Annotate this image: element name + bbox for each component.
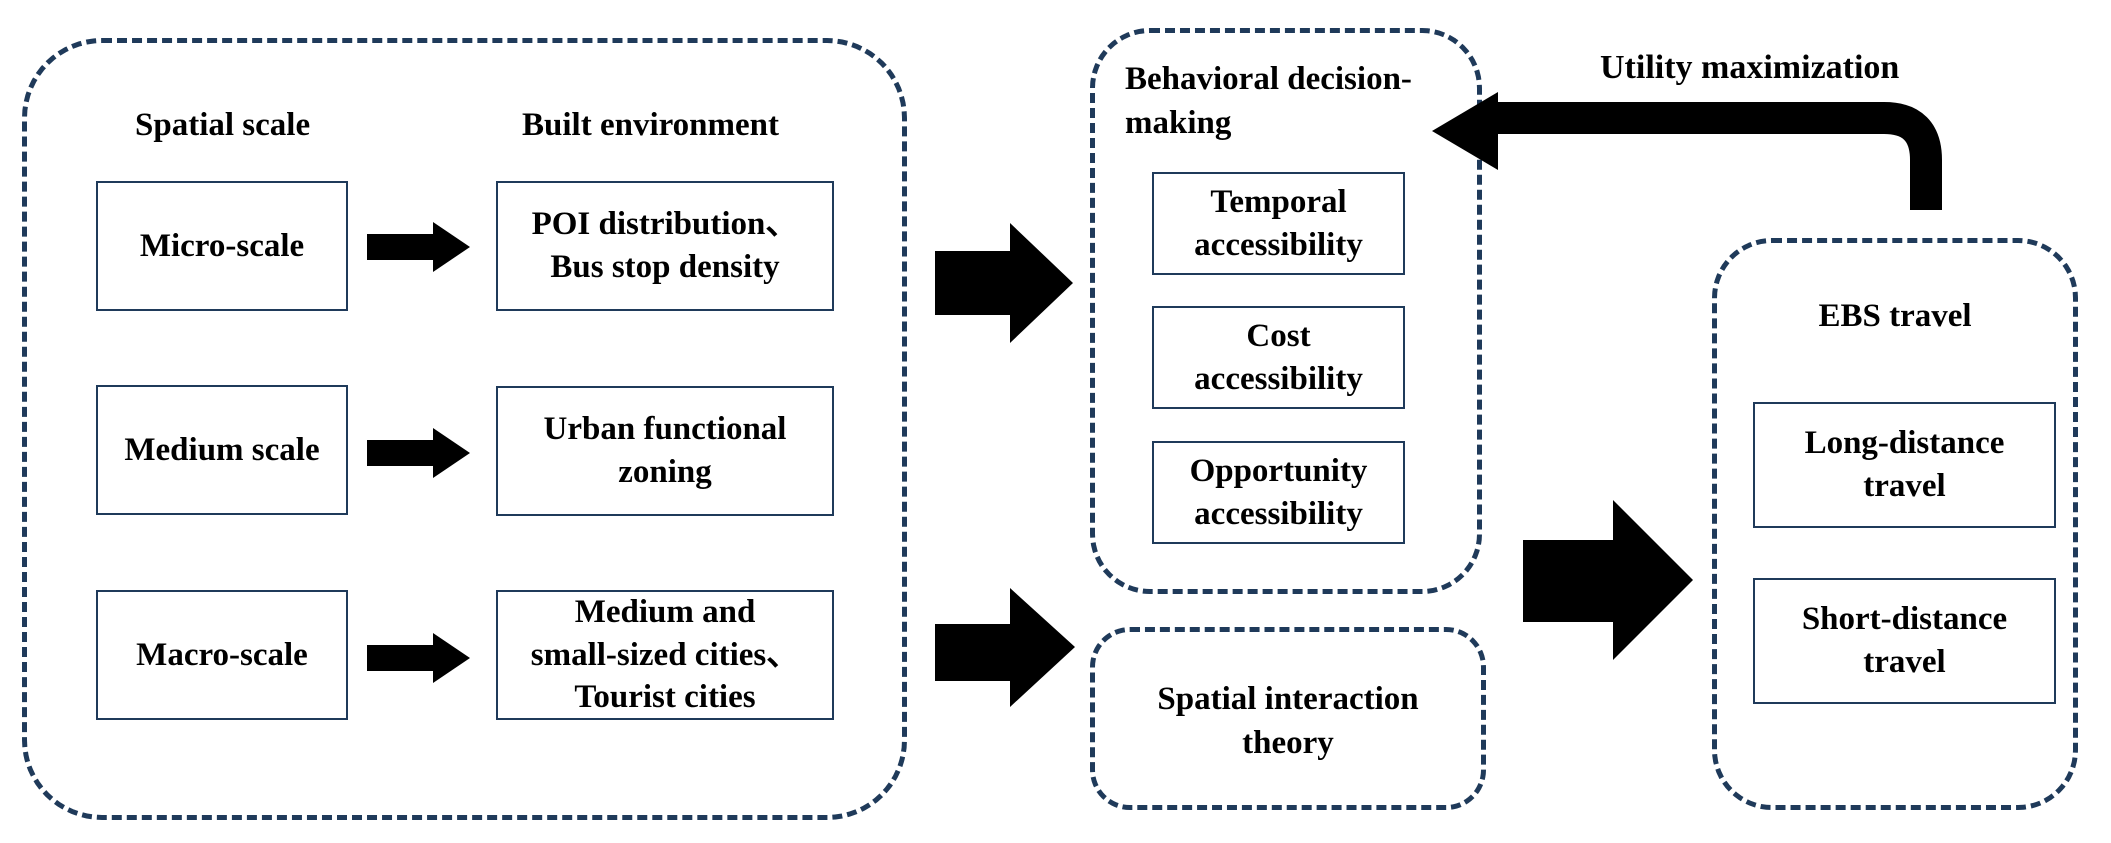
city-types-box: Medium and small-sized cities、 Tourist c… (496, 590, 834, 720)
tourist-cities-label: Tourist cities (574, 679, 756, 716)
spatial-interaction-line-1: Spatial interaction (1157, 681, 1419, 717)
medium-scale-label: Medium scale (124, 431, 320, 468)
micro-arrow (367, 222, 470, 272)
temporal-label: Temporal (1210, 183, 1347, 220)
zoning-label: zoning (618, 454, 712, 490)
micro-scale-box: Micro-scale (96, 181, 348, 311)
ebs-travel-title: EBS travel (1818, 298, 1972, 334)
macro-scale-label: Macro-scale (136, 636, 308, 673)
cost-accessibility-label: accessibility (1194, 360, 1363, 397)
opportunity-accessibility-label: accessibility (1194, 495, 1363, 532)
behavioral-title-line-2: making (1125, 104, 1232, 141)
medium-and-label: Medium and (574, 593, 756, 630)
long-distance-travel-box: Long-distance travel (1753, 402, 2056, 528)
short-distance-travel-box: Short-distance travel (1753, 578, 2056, 704)
spatial-interaction-line-2: theory (1242, 724, 1334, 761)
temporal-accessibility-box: Temporal accessibility (1152, 172, 1405, 275)
medium-arrow (367, 428, 470, 478)
small-sized-cities-label: small-sized cities、 (530, 636, 800, 673)
long-distance-label: Long-distance (1804, 425, 2005, 462)
urban-functional-label: Urban functional (543, 411, 787, 448)
short-distance-travel-label: travel (1863, 644, 1946, 680)
built-environment-group (22, 38, 907, 820)
behavioral-decision-group (1090, 28, 1482, 594)
short-distance-label: Short-distance (1801, 601, 2008, 638)
cost-label: Cost (1246, 317, 1311, 354)
to-theory-arrow (935, 588, 1075, 707)
poi-distribution-label: POI distribution、 (531, 206, 799, 243)
macro-scale-box: Macro-scale (96, 590, 348, 720)
medium-scale-box: Medium scale (96, 385, 348, 515)
temporal-accessibility-label: accessibility (1194, 226, 1363, 263)
built-environment-heading: Built environment (522, 107, 779, 143)
behavioral-decision-title: Behavioral decision- making (1125, 58, 1412, 145)
urban-functional-zoning-box: Urban functional zoning (496, 386, 834, 516)
opportunity-accessibility-box: Opportunity accessibility (1152, 441, 1405, 544)
opportunity-label: Opportunity (1189, 452, 1368, 489)
to-behavior-arrow (935, 223, 1073, 343)
long-distance-travel-label: travel (1863, 468, 1946, 504)
bus-stop-density-label: Bus stop density (550, 249, 780, 285)
to-ebs-arrow (1523, 500, 1693, 660)
cost-accessibility-box: Cost accessibility (1152, 306, 1405, 409)
spatial-interaction-group (1090, 627, 1486, 810)
behavioral-title-line-1: Behavioral decision- (1125, 61, 1412, 97)
feedback-arrowhead (1432, 92, 1498, 170)
poi-bus-stop-box: POI distribution、 Bus stop density (496, 181, 834, 311)
ebs-travel-group (1712, 238, 2078, 810)
utility-maximization-label: Utility maximization (1600, 49, 1900, 86)
spatial-scale-heading: Spatial scale (135, 107, 311, 143)
spatial-interaction-theory-label: Spatial interaction theory (1090, 678, 1486, 765)
feedback-arrow (1490, 102, 1942, 210)
micro-scale-label: Micro-scale (139, 227, 305, 264)
macro-arrow (367, 633, 470, 683)
